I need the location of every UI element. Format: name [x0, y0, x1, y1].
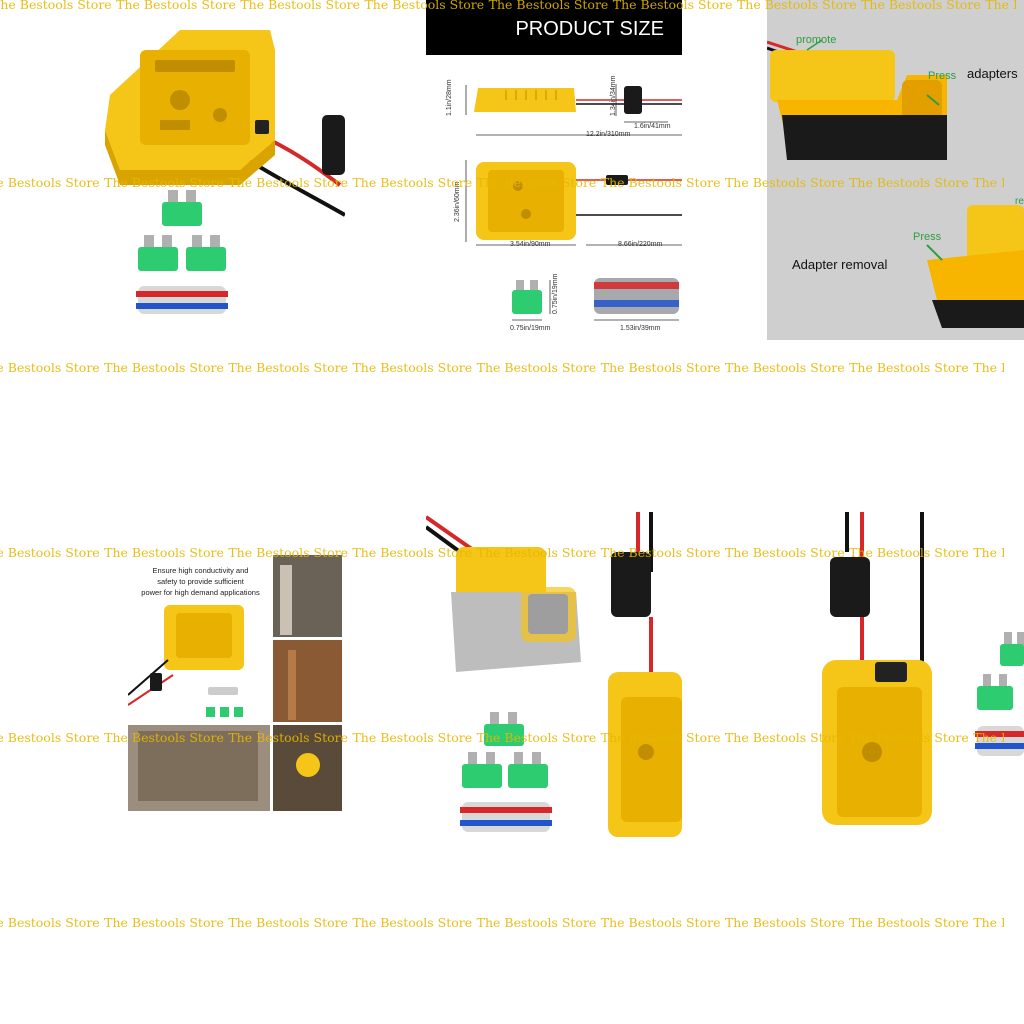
watermark-text: The Bestools Store	[0, 360, 100, 375]
watermark-text: The Bestools Store	[352, 915, 473, 930]
install-illustration	[767, 39, 1024, 328]
fuse-left	[138, 235, 178, 271]
watermark-text: The Bestools Store	[240, 0, 361, 12]
tile-install-removal: promote Press adapters re Press Adapter …	[767, 0, 1024, 340]
wire-connector	[136, 286, 228, 314]
dim-fuse-holder-width: 1.6in/41mm	[634, 123, 671, 130]
label-press-bottom: Press	[913, 231, 942, 243]
fuse-right	[186, 235, 226, 271]
tile-adapter-kit	[100, 20, 345, 330]
dim-connector-width: 1.53in/39mm	[620, 325, 661, 332]
watermark-text: The Bestools Store	[0, 0, 112, 12]
watermark-text: The Bestools Store	[973, 915, 1004, 930]
collage-caption: Ensure high conductivity and safety to p…	[128, 565, 273, 598]
watermark-text: The Bestools Store	[0, 175, 100, 190]
battery-adapter-illustration	[426, 512, 682, 837]
watermark-row: The Bestools Store The Bestools Store Th…	[0, 359, 1004, 379]
watermark-text: The Bestools Store	[849, 360, 969, 375]
watermark-text: The Bestools Store	[476, 915, 597, 930]
dim-fuse-width: 0.75in/19mm	[510, 325, 551, 332]
watermark-text: The Bestools Store	[724, 360, 845, 375]
adapter-kit-illustration	[105, 30, 345, 314]
watermark-text: The Bestools Store	[228, 915, 349, 930]
banner-text: PRODUCT SIZE	[515, 18, 664, 40]
watermark-row: The Bestools Store The Bestools Store Th…	[0, 914, 1004, 934]
watermark-text: The Bestools Store	[352, 360, 473, 375]
fuse-top	[162, 190, 202, 226]
tile-battery-adapter	[426, 512, 682, 842]
dim-width: 2.36in/60mm	[454, 181, 461, 222]
watermark-text: The Bestools Store	[849, 915, 969, 930]
watermark-text: The Bestools Store	[104, 915, 224, 930]
watermark-text: The Bestools Store	[476, 360, 597, 375]
dimension-drawing	[465, 84, 682, 321]
switch	[255, 120, 269, 134]
dim-total-length: 12.2in/310mm	[586, 131, 631, 138]
watermark-text: The Bestools Store	[0, 915, 100, 930]
tile-product-size: PRODUCT SIZE 1.1in/28mm 1.34in/34mm	[426, 0, 682, 340]
dim-fuse-height: 0.75in/19mm	[552, 273, 559, 314]
watermark-text: The Bestools Store	[0, 545, 100, 560]
watermark-text: The Bestools Store	[973, 360, 1004, 375]
caption-line-2: safety to provide sufficient	[157, 577, 244, 586]
caption-line-3: power for high demand applications	[141, 588, 260, 597]
label-press-top: Press	[928, 70, 957, 82]
product-size-banner: PRODUCT SIZE	[426, 0, 682, 55]
watermark-text: The Bestools Store	[724, 915, 845, 930]
watermark-text: The Bestools Store	[104, 360, 224, 375]
watermark-text: The Bestools Store	[600, 360, 721, 375]
dim-body-length: 3.54in/90mm	[510, 241, 551, 248]
tile-adapter-standalone	[767, 512, 1024, 842]
watermark-text: The Bestools Store	[600, 915, 721, 930]
collage-images	[128, 555, 342, 811]
dim-fuse-holder-height: 1.34in/34mm	[610, 75, 617, 116]
fuse-holder	[322, 115, 345, 175]
label-promote: promote	[796, 34, 837, 46]
label-adapters: adapters	[967, 66, 1018, 81]
tile-collage: Ensure high conductivity and safety to p…	[128, 555, 342, 811]
dim-cable-length: 8.66in/220mm	[618, 241, 663, 248]
watermark-text: The Bestools Store	[116, 0, 236, 12]
dim-height: 1.1in/28mm	[446, 79, 453, 116]
watermark-text: The Bestools Store	[228, 360, 349, 375]
label-edge-letters: re	[1015, 196, 1024, 207]
adapter-standalone-illustration	[822, 512, 1024, 825]
label-adapter-removal: Adapter removal	[792, 257, 888, 272]
watermark-text: The Bestools Store	[0, 730, 100, 745]
caption-line-1: Ensure high conductivity and	[152, 566, 249, 575]
